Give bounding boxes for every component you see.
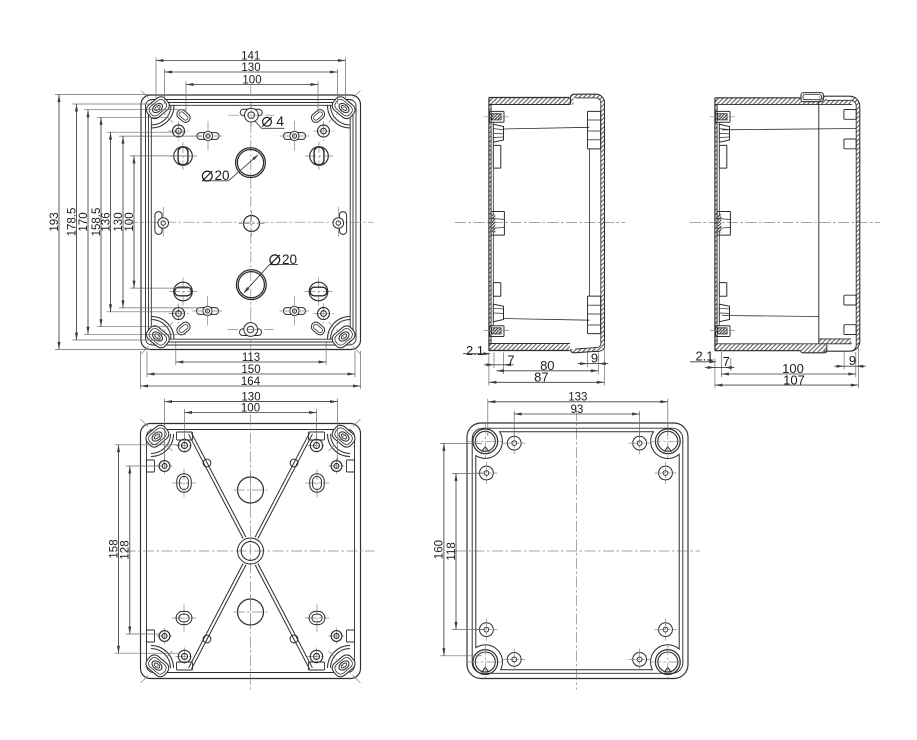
svg-text:100: 100 <box>782 361 804 376</box>
svg-text:160: 160 <box>434 540 446 559</box>
svg-text:170: 170 <box>78 212 90 231</box>
svg-text:2.1: 2.1 <box>466 343 484 358</box>
svg-text:136: 136 <box>100 212 112 231</box>
svg-text:100: 100 <box>242 74 261 86</box>
svg-text:158: 158 <box>108 539 120 558</box>
svg-text:9: 9 <box>849 353 856 368</box>
svg-text:100: 100 <box>124 212 136 231</box>
svg-text:2.1: 2.1 <box>695 349 713 364</box>
svg-text:193: 193 <box>49 212 61 231</box>
svg-text:158.5: 158.5 <box>91 208 103 237</box>
svg-text:118: 118 <box>446 542 458 560</box>
svg-text:7: 7 <box>507 352 514 367</box>
svg-text:128: 128 <box>120 540 132 559</box>
svg-text:164: 164 <box>241 376 261 388</box>
svg-text:130: 130 <box>241 391 260 403</box>
svg-text:20: 20 <box>215 168 230 183</box>
svg-text:178.5: 178.5 <box>66 208 78 237</box>
svg-text:20: 20 <box>282 252 297 267</box>
svg-text:107: 107 <box>783 372 805 387</box>
svg-text:150: 150 <box>241 364 260 376</box>
svg-text:9: 9 <box>591 350 598 365</box>
svg-text:87: 87 <box>534 369 548 384</box>
svg-text:93: 93 <box>571 404 584 416</box>
svg-text:80: 80 <box>540 358 554 373</box>
svg-text:7: 7 <box>723 354 730 369</box>
svg-text:100: 100 <box>241 402 260 414</box>
svg-text:133: 133 <box>568 392 587 404</box>
svg-text:130: 130 <box>241 62 260 74</box>
svg-text:4: 4 <box>276 113 284 129</box>
svg-text:113: 113 <box>242 352 260 364</box>
svg-text:141: 141 <box>241 50 260 62</box>
svg-text:130: 130 <box>113 212 125 231</box>
